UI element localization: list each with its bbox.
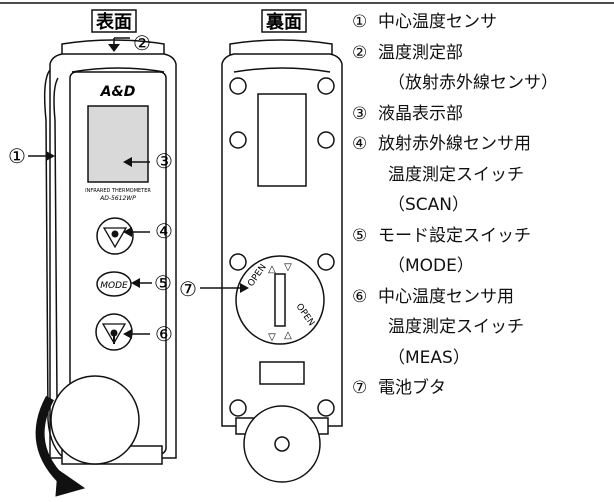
legend-item-text: （放射赤外線センサ）: [388, 73, 558, 93]
legend-item-number: ④: [352, 134, 368, 154]
legend-item-text: 温度測定部: [378, 42, 463, 63]
screw-bottom-left: [229, 399, 247, 417]
back-lower-recess: [259, 361, 305, 385]
callout-6-label: ⑥: [155, 322, 173, 346]
rotation-arrowhead: [55, 469, 86, 497]
callout-5-label: ⑤: [154, 271, 172, 295]
legend-item-text: （MODE）: [388, 256, 474, 276]
back-label-recess: [257, 93, 307, 187]
screw-low-right: [317, 253, 335, 271]
legend-item-text: 温度測定スイッチ: [388, 164, 524, 185]
front-wheel[interactable]: [50, 375, 163, 465]
legend-item-text: 液晶表示部: [378, 103, 463, 124]
legend-item-number: ⑥: [352, 286, 368, 307]
legend-item-number: ⑦: [352, 378, 368, 398]
legend-item-text: （MEAS）: [388, 347, 470, 368]
legend-item-text: 中心温度センサ用: [378, 286, 514, 307]
callout-3-label: ③: [155, 149, 173, 173]
model-line-1: INFRARED THERMOMETER: [85, 188, 151, 194]
screw-low-left: [229, 253, 247, 271]
callout-1-arrowhead: [46, 151, 55, 161]
callout-4-label: ④: [155, 219, 173, 243]
front-wheel-disc: [50, 375, 140, 465]
callout-2-label: ②: [133, 31, 151, 55]
legend-item-number: ③: [352, 103, 368, 124]
callout-5-arrowhead: [131, 278, 140, 288]
callout-1-label: ①: [8, 144, 26, 168]
legend-item-text: 中心温度センサ: [378, 12, 497, 32]
callout-3-arrowhead: [123, 157, 132, 167]
legend-item-text: （SCAN）: [388, 195, 470, 215]
legend-item-text: モード設定スイッチ: [378, 225, 531, 246]
legend-item-continuation: 温度測定スイッチ: [352, 165, 524, 185]
legend-item: ① 中心温度センサ: [352, 12, 497, 32]
legend-item: ⑦ 電池ブタ: [352, 378, 446, 398]
legend-item: ⑥ 中心温度センサ用: [352, 287, 514, 307]
open-arrow-up-2: ▽: [284, 262, 292, 273]
battery-cover-slot: [274, 273, 286, 327]
legend-item: ③ 液晶表示部: [352, 104, 463, 124]
back-wheel[interactable]: [235, 405, 329, 483]
legend-item-continuation: 温度測定スイッチ: [352, 317, 524, 337]
lcd-screen: [87, 105, 149, 183]
front-top-ring: [71, 67, 165, 73]
callout-7-arrowhead: [240, 283, 249, 293]
legend-item-text: 温度測定スイッチ: [388, 317, 524, 337]
legend-item-continuation: （SCAN）: [352, 195, 469, 215]
back-device: [221, 39, 343, 427]
legend-item: ④ 放射赤外線センサ用: [352, 134, 531, 154]
back-title: 裏面: [265, 11, 302, 33]
open-arrow-down-2: △: [284, 330, 292, 341]
open-arrow-up-1: △: [268, 264, 276, 275]
open-arrow-down-1: ▽: [268, 332, 276, 343]
legend-item-continuation: （MEAS）: [352, 348, 470, 368]
legend-item-text: 電池ブタ: [378, 378, 446, 398]
callout-2-arrowhead: [108, 44, 120, 52]
back-top-ring: [233, 67, 331, 73]
front-title: 表面: [96, 11, 132, 33]
front-title-box: [91, 9, 137, 33]
legend-item: ② 温度測定部: [352, 43, 463, 63]
legend-item-continuation: （MODE）: [352, 256, 474, 276]
front-probe-channel: [43, 69, 67, 461]
screw-bottom-right: [317, 399, 335, 417]
screw-top-right: [317, 77, 335, 95]
mode-button[interactable]: [96, 271, 132, 297]
model-line-2: AD-5612WP: [99, 195, 136, 202]
screw-mid-left: [229, 131, 247, 149]
legend-item-text: 放射赤外線センサ用: [378, 134, 531, 154]
mode-button-label: MODE: [100, 281, 128, 291]
callout-6-arrowhead: [123, 329, 132, 339]
battery-cover[interactable]: [235, 255, 325, 345]
back-title-box: [261, 9, 307, 33]
callout-4-arrowhead: [123, 227, 132, 237]
legend-item-continuation: （放射赤外線センサ）: [352, 73, 558, 93]
brand-logo: A&D: [100, 84, 136, 100]
screw-mid-right: [317, 131, 335, 149]
back-wheel-hub: [274, 436, 290, 452]
callout-7-label: ⑦: [179, 277, 197, 301]
screw-top-left: [229, 77, 247, 95]
legend-item-number: ①: [352, 12, 368, 32]
legend-item: ⑤ モード設定スイッチ: [352, 226, 531, 246]
scan-sensor-icon: [111, 230, 119, 238]
legend-item-number: ②: [352, 42, 368, 63]
legend-item-number: ⑤: [352, 225, 368, 246]
